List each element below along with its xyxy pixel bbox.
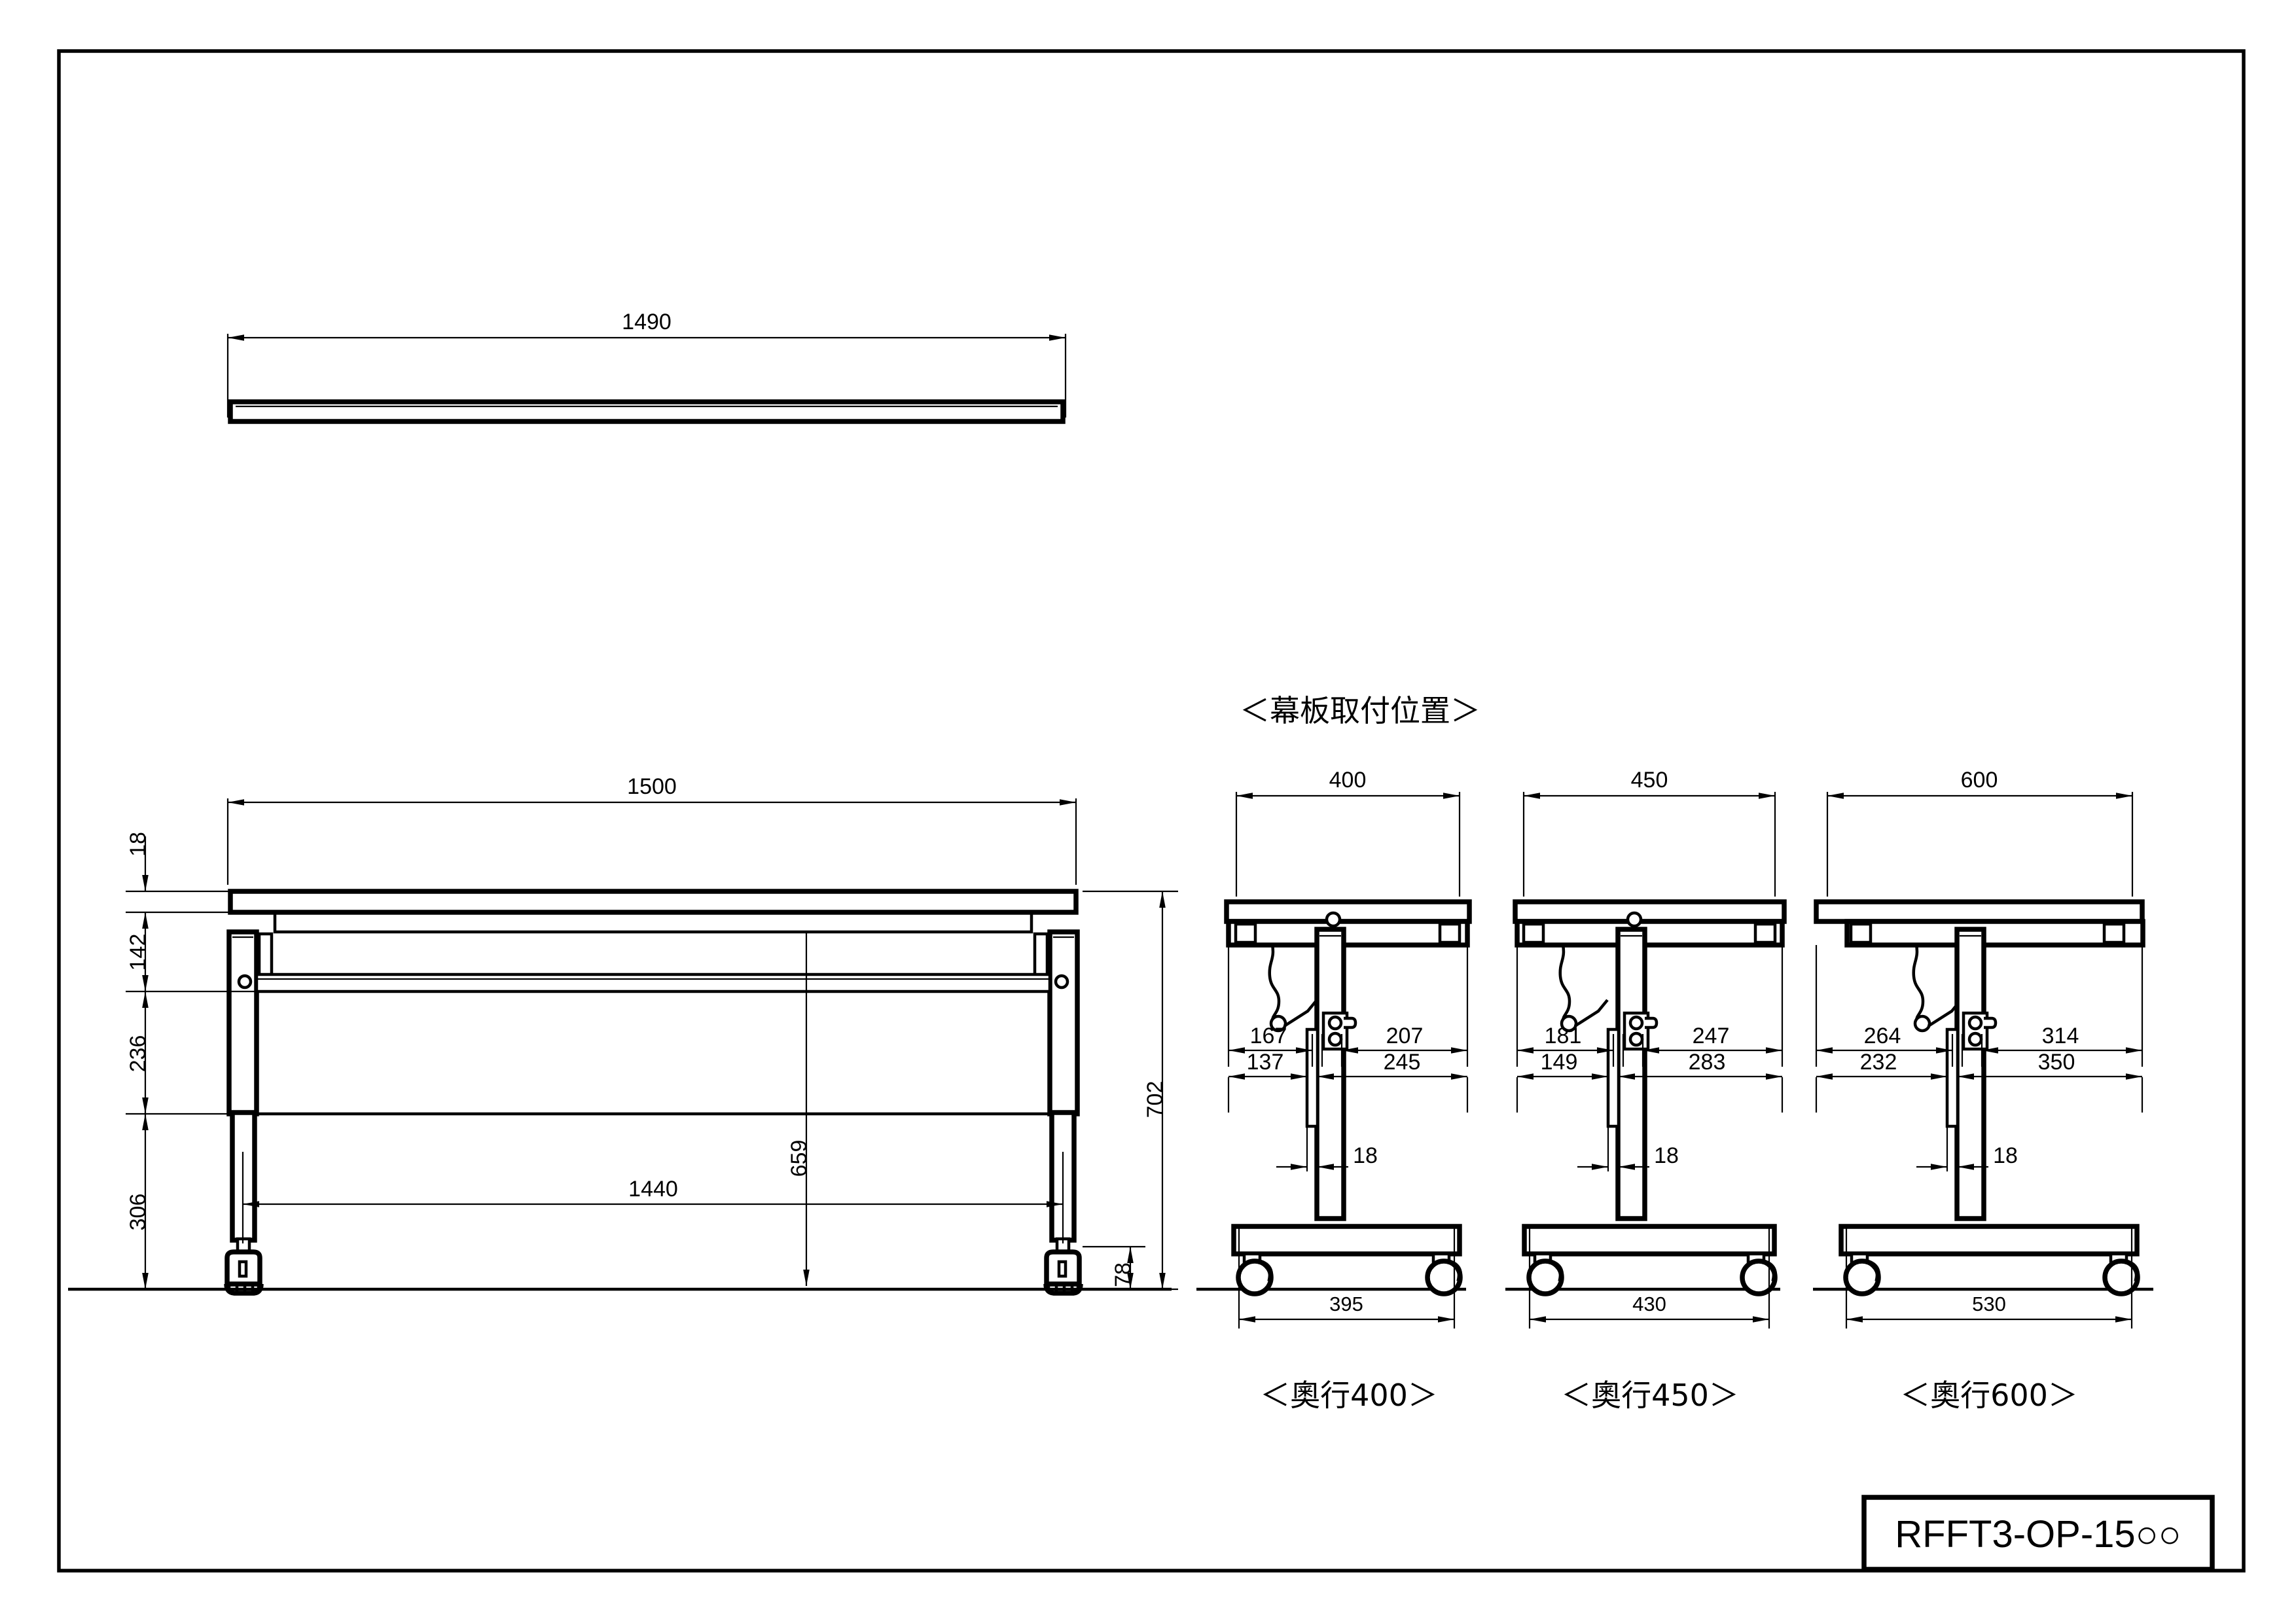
sv1-base — [1231, 1224, 1462, 1257]
section-header: ＜幕板取付位置＞ — [1240, 693, 1480, 728]
dim-upper-leg: 236 — [126, 1035, 151, 1073]
dim-sv1-left-upper: 167 — [1250, 1024, 1287, 1048]
dim-top-thickness: 18 — [126, 832, 151, 857]
dim-sv2-left-upper: 181 — [1545, 1024, 1582, 1048]
dim-sv2-right-upper: 247 — [1693, 1024, 1730, 1048]
side-view-depth-450: 450 181 247 — [1505, 768, 1787, 1413]
sv2-base — [1522, 1224, 1777, 1257]
caption-sv1: ＜奧行400＞ — [1260, 1378, 1438, 1413]
dim-lower-leg: 306 — [126, 1194, 151, 1231]
dim-sv2-left-lower: 149 — [1541, 1050, 1578, 1075]
side-view-depth-600: 600 264 314 — [1813, 768, 2153, 1413]
dim-apron-height: 142 — [126, 934, 151, 971]
sv1-column — [1314, 927, 1346, 1221]
dim-sv3-depth: 600 — [1961, 768, 1998, 793]
sv2-column — [1615, 927, 1647, 1221]
dim-sv3-left-upper: 264 — [1864, 1024, 1901, 1048]
dim-clear-height: 659 — [787, 1140, 812, 1177]
left-leg-upper — [226, 929, 259, 1116]
dim-sv1-base-width: 395 — [1329, 1293, 1363, 1315]
dim-panel-length: 1490 — [622, 310, 672, 334]
dim-sv2-right-lower: 283 — [1689, 1050, 1726, 1075]
dim-sv1-right-upper: 207 — [1386, 1024, 1424, 1048]
caption-sv3: ＜奧行600＞ — [1900, 1378, 2078, 1413]
dim-sv3-right-lower: 350 — [2038, 1050, 2075, 1075]
right-leg-upper — [1047, 929, 1080, 1116]
dim-caster-height: 78 — [1111, 1262, 1136, 1287]
title-part-number: RFFT3-OP-15○○ — [1895, 1513, 2181, 1556]
dim-sv1-panel-thickness: 18 — [1353, 1143, 1378, 1168]
dim-sv1-left-lower: 137 — [1247, 1050, 1284, 1075]
table-top-front — [228, 889, 1079, 915]
dim-total-height: 702 — [1143, 1081, 1168, 1118]
title-block: RFFT3-OP-15○○ — [1861, 1495, 2215, 1572]
side-view-depth-400: 400 — [1196, 768, 1472, 1413]
table-front-elevation: 1500 18 142 236 306 702 78 659 — [68, 774, 1178, 1296]
dim-sv3-base-width: 530 — [1972, 1293, 2006, 1315]
dim-sv2-depth: 450 — [1631, 768, 1668, 793]
dim-sv1-right-lower: 245 — [1384, 1050, 1421, 1075]
dim-sv3-panel-thickness: 18 — [1993, 1143, 2018, 1168]
dim-top-width: 1500 — [627, 774, 677, 799]
caption-sv2: ＜奧行450＞ — [1561, 1378, 1739, 1413]
panel-top-view: 1490 — [226, 310, 1067, 424]
dim-sv2-base-width: 430 — [1632, 1293, 1666, 1315]
dim-sv3-right-upper: 314 — [2042, 1024, 2079, 1048]
dim-sv3-left-lower: 232 — [1860, 1050, 1897, 1075]
sv3-base — [1839, 1224, 2140, 1257]
dim-sv1-depth: 400 — [1329, 768, 1367, 793]
dim-leg-span: 1440 — [628, 1177, 678, 1202]
sheet-border — [57, 49, 2246, 1573]
sv3-column — [1954, 927, 1986, 1221]
dim-sv2-panel-thickness: 18 — [1654, 1143, 1679, 1168]
